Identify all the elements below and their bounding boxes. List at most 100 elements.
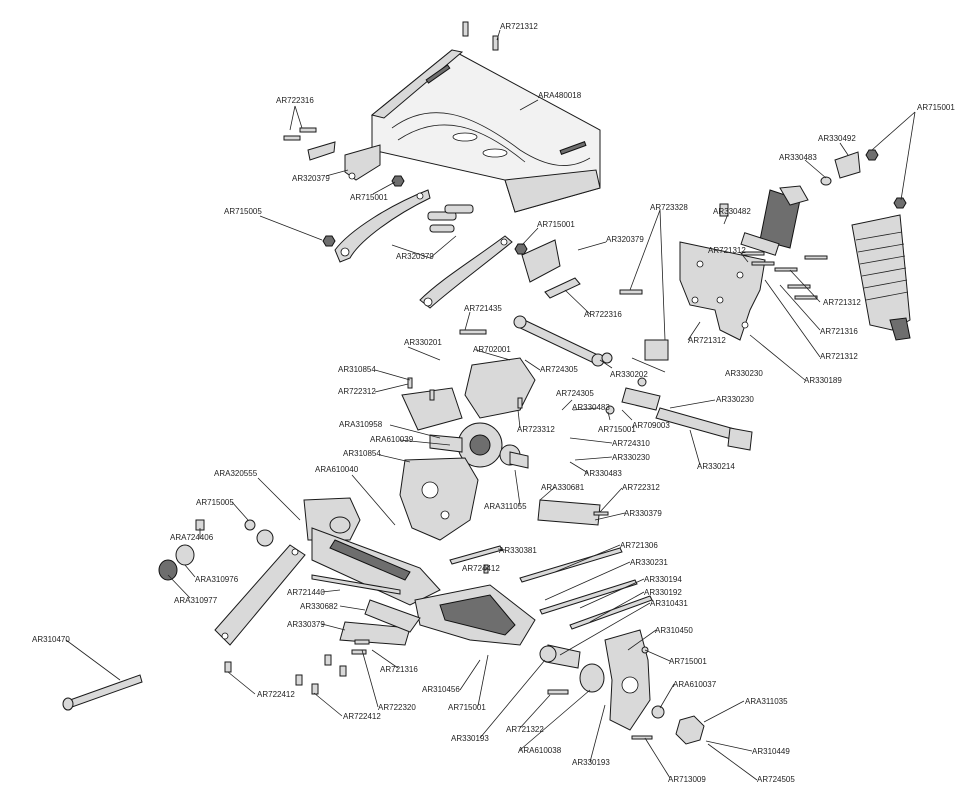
callout-label: AR713009 bbox=[668, 775, 706, 784]
callout-label: AR724412 bbox=[462, 564, 500, 573]
top-screws bbox=[283, 21, 499, 141]
callout-label: AR330189 bbox=[804, 376, 842, 385]
callout-label: AR724505 bbox=[757, 775, 795, 784]
callout-label: AR330379 bbox=[287, 620, 325, 629]
callout-label: AR722412 bbox=[343, 712, 381, 721]
callout-label: AR721312 bbox=[688, 336, 726, 345]
rear-wing bbox=[370, 49, 601, 213]
callout-label: ARA610039 bbox=[370, 435, 414, 444]
nuts bbox=[322, 149, 907, 255]
callout-label: AR724305 bbox=[540, 365, 578, 374]
callout-label: AR715001 bbox=[917, 103, 955, 112]
callout-label: AR330201 bbox=[404, 338, 442, 347]
wing-stay-right bbox=[419, 235, 513, 309]
callout-label: ARA610040 bbox=[315, 465, 359, 474]
shock-caps bbox=[820, 151, 861, 186]
chassis-brace bbox=[214, 544, 306, 646]
callout-label: AR330230 bbox=[725, 369, 763, 378]
leader-lines bbox=[65, 29, 916, 781]
callout-label: AR330483 bbox=[584, 469, 622, 478]
shock-spring bbox=[851, 214, 911, 341]
callout-label: AR330193 bbox=[451, 734, 489, 743]
callout-label: AR724310 bbox=[612, 439, 650, 448]
callout-label: ARA311055 bbox=[484, 502, 527, 511]
callout-label: AR330492 bbox=[818, 134, 856, 143]
callout-label: AR310456 bbox=[422, 685, 460, 694]
callout-label: AR709003 bbox=[632, 421, 670, 430]
rear-hub-right bbox=[604, 629, 651, 731]
callout-label: ARA310976 bbox=[195, 575, 239, 584]
callout-label: ARA330681 bbox=[541, 483, 585, 492]
callout-label: AR320379 bbox=[606, 235, 644, 244]
callout-label: AR721435 bbox=[464, 304, 502, 313]
callout-label: AR721312 bbox=[823, 298, 861, 307]
callout-label: AR721312 bbox=[500, 22, 538, 31]
callout-label: AR721316 bbox=[820, 327, 858, 336]
callout-label: AR715001 bbox=[448, 703, 486, 712]
callout-label: AR310450 bbox=[655, 626, 693, 635]
callout-label: AR724305 bbox=[556, 389, 594, 398]
callout-label: AR722312 bbox=[622, 483, 660, 492]
callout-label: AR330231 bbox=[630, 558, 668, 567]
wing-mount-left bbox=[307, 141, 381, 181]
turnbuckle-lower bbox=[655, 407, 753, 451]
callout-label: AR310470 bbox=[32, 635, 70, 644]
wing-stay-left bbox=[334, 189, 431, 263]
differential bbox=[429, 422, 529, 469]
callout-label: AR721316 bbox=[380, 665, 418, 674]
callout-label: ARA311035 bbox=[745, 697, 788, 706]
drive-shaft bbox=[62, 674, 143, 711]
callout-label: AR722412 bbox=[257, 690, 295, 699]
callout-label: AR330482 bbox=[713, 207, 751, 216]
callout-label: AR330202 bbox=[610, 370, 648, 379]
callout-label: AR310449 bbox=[752, 747, 790, 756]
callout-labels: AR721312 ARA480018 AR722316 AR320379 AR7… bbox=[32, 22, 955, 784]
rear-axle bbox=[539, 644, 605, 693]
suspension-mounts bbox=[339, 499, 601, 646]
callout-label: AR702001 bbox=[473, 345, 511, 354]
callout-label: AR310854 bbox=[343, 449, 381, 458]
callout-label: AR320379 bbox=[292, 174, 330, 183]
callout-label: AR330682 bbox=[300, 602, 338, 611]
callout-label: AR310431 bbox=[650, 599, 688, 608]
callout-label: ARA610038 bbox=[518, 746, 562, 755]
callout-label: AR715001 bbox=[598, 425, 636, 434]
callout-label: AR721322 bbox=[506, 725, 544, 734]
callout-label: AR330194 bbox=[644, 575, 682, 584]
shock-absorber bbox=[740, 185, 809, 256]
callout-label: AR715005 bbox=[224, 207, 262, 216]
callout-label: AR330193 bbox=[572, 758, 610, 767]
suspension-arm-right bbox=[414, 584, 536, 646]
callout-label: ARA320555 bbox=[214, 469, 258, 478]
callout-label: AR722316 bbox=[584, 310, 622, 319]
bearings-left bbox=[158, 519, 274, 581]
callout-label: AR721306 bbox=[620, 541, 658, 550]
callout-label: AR330483 bbox=[779, 153, 817, 162]
tower-screws bbox=[619, 251, 828, 300]
callout-label: ARA310977 bbox=[174, 596, 218, 605]
callout-label: AR723312 bbox=[517, 425, 555, 434]
callout-label: AR722316 bbox=[276, 96, 314, 105]
rod-ends bbox=[601, 339, 669, 415]
callout-label: ARA310958 bbox=[339, 420, 383, 429]
callout-label: AR715005 bbox=[196, 498, 234, 507]
gearbox-upper bbox=[401, 357, 536, 431]
callout-label: ARA724406 bbox=[170, 533, 214, 542]
callout-label: AR722312 bbox=[338, 387, 376, 396]
callout-label: ARA610037 bbox=[673, 680, 717, 689]
gearbox-lower bbox=[399, 457, 479, 541]
callout-label: AR721440 bbox=[287, 588, 325, 597]
callout-label: AR330230 bbox=[716, 395, 754, 404]
callout-label: AR330230 bbox=[612, 453, 650, 462]
callout-label: AR330214 bbox=[697, 462, 735, 471]
callout-label: AR310854 bbox=[338, 365, 376, 374]
shock-tower bbox=[679, 241, 766, 341]
callout-label: AR715001 bbox=[350, 193, 388, 202]
callout-label: AR722320 bbox=[378, 703, 416, 712]
callout-label: AR330483 bbox=[572, 403, 610, 412]
callout-label: AR721312 bbox=[820, 352, 858, 361]
callout-label: AR715001 bbox=[537, 220, 575, 229]
wing-mount-right bbox=[521, 239, 581, 299]
parts-layer bbox=[62, 21, 911, 745]
